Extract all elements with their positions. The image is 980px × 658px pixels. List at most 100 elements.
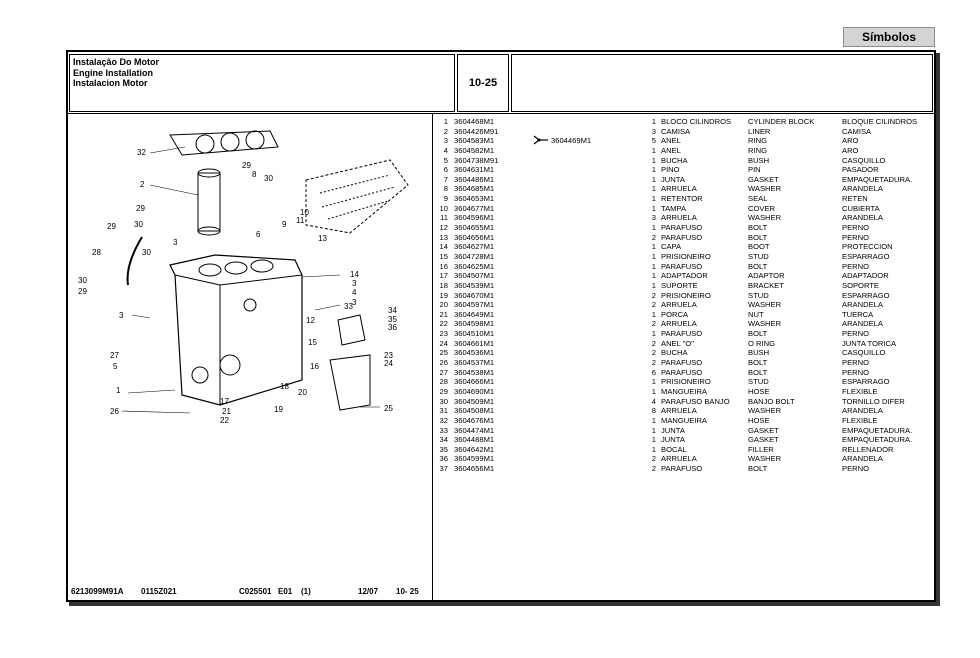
part-number: 3604509M1 xyxy=(454,396,495,406)
footer-date: 12/07 xyxy=(358,587,379,596)
callout-30d: 30 xyxy=(78,276,87,285)
description-es: ARO xyxy=(842,136,859,146)
description-es: EMPAQUETADURA. xyxy=(842,425,913,435)
description-es: PERNO xyxy=(842,261,870,271)
callout-12: 12 xyxy=(306,316,315,325)
description-pt: ANEL xyxy=(661,145,681,155)
quantity: 1 xyxy=(651,377,656,387)
part-number: 3604507M1 xyxy=(454,271,495,281)
quantity: 1 xyxy=(651,261,656,271)
callout-34: 34 xyxy=(388,306,397,315)
description-en: WASHER xyxy=(748,319,782,329)
description-en: WASHER xyxy=(748,406,782,416)
description-es: EMPAQUETADURA. xyxy=(842,174,913,184)
callout-11: 11 xyxy=(296,216,305,225)
symbols-button[interactable]: Símbolos xyxy=(843,27,935,47)
part-number: 3604597M1 xyxy=(454,300,495,310)
item-number: 30 xyxy=(439,396,448,406)
description-en: CYLINDER BLOCK xyxy=(748,117,815,126)
part-number: 3604488M1 xyxy=(454,435,495,445)
description-pt: PARAFUSO BANJO xyxy=(661,396,730,406)
callout-26: 26 xyxy=(110,407,119,416)
part-number: 3604486M1 xyxy=(454,174,495,184)
description-pt: ARRUELA xyxy=(661,300,697,310)
item-number: 22 xyxy=(439,319,448,329)
callout-29b: 29 xyxy=(136,204,145,213)
part-number: 3604583M1 xyxy=(454,136,495,146)
part-number: 3604670M1 xyxy=(454,290,495,300)
callout-9: 9 xyxy=(282,220,287,229)
description-pt: PARAFUSO xyxy=(661,223,703,233)
description-pt: PARAFUSO xyxy=(661,464,703,474)
description-en: BOLT xyxy=(748,358,768,368)
description-en: WASHER xyxy=(748,300,782,310)
description-pt: BUCHA xyxy=(661,155,688,165)
description-es: JUNTA TORICA xyxy=(842,338,897,348)
part-number: 3604537M1 xyxy=(454,358,495,368)
engine-block-exploded-diagram: 32 2 29 8 30 29 30 28 30 29 6 9 11 13 3 … xyxy=(78,130,409,425)
description-pt: PRISIONEIRO xyxy=(661,377,711,387)
item-number: 12 xyxy=(439,223,448,233)
description-pt: JUNTA xyxy=(661,435,685,445)
description-en: RING xyxy=(748,136,767,146)
part-number: 3604655M1 xyxy=(454,223,495,233)
description-es: BLOQUE CILINDROS xyxy=(842,117,918,126)
description-en: STUD xyxy=(748,251,769,261)
callout-23: 23 xyxy=(384,351,393,360)
part-number: 3604631M1 xyxy=(454,165,495,175)
part-number: 3604468M1 xyxy=(454,117,495,126)
description-en: BOLT xyxy=(748,464,768,474)
description-es: ARO xyxy=(842,145,859,155)
callout-24: 24 xyxy=(384,359,393,368)
description-es: ARANDELA xyxy=(842,319,883,329)
part-number: 3604738M91 xyxy=(454,155,499,165)
description-es: PERNO xyxy=(842,329,870,339)
quantity: 2 xyxy=(651,290,656,300)
callout-18: 18 xyxy=(280,382,289,391)
description-en: BRACKET xyxy=(748,280,784,290)
quantity: 1 xyxy=(651,203,656,213)
section-title-box: Instalação Do Motor Engine Installation … xyxy=(69,54,455,112)
item-number: 34 xyxy=(439,435,448,445)
description-pt: RETENTOR xyxy=(661,194,703,204)
quantity: 2 xyxy=(651,338,656,348)
callout-30c: 30 xyxy=(142,248,151,257)
description-pt: JUNTA xyxy=(661,174,685,184)
description-pt: PARAFUSO xyxy=(661,232,703,242)
description-en: GASKET xyxy=(748,425,779,435)
quantity: 3 xyxy=(651,213,656,223)
description-pt: PARAFUSO xyxy=(661,358,703,368)
callout-25: 25 xyxy=(384,404,393,413)
part-number: 3604536M1 xyxy=(454,348,495,358)
description-en: HOSE xyxy=(748,415,770,425)
quantity: 1 xyxy=(651,223,656,233)
part-number: 3604656M1 xyxy=(454,464,495,474)
description-en: WASHER xyxy=(748,213,782,223)
description-es: ARANDELA xyxy=(842,213,883,223)
part-number: 3604690M1 xyxy=(454,386,495,396)
callout-29c: 29 xyxy=(107,222,116,231)
callout-15: 15 xyxy=(308,338,317,347)
item-number: 20 xyxy=(439,300,448,310)
item-number: 29 xyxy=(439,386,448,396)
quantity: 1 xyxy=(651,280,656,290)
quantity: 1 xyxy=(651,329,656,339)
part-number: 3604599M1 xyxy=(454,454,495,464)
quantity: 1 xyxy=(651,271,656,281)
page-number-box: 10-25 xyxy=(457,54,509,112)
description-pt: PRISIONEIRO xyxy=(661,290,711,300)
title-portuguese: Instalação Do Motor xyxy=(73,57,160,67)
item-number: 4 xyxy=(443,145,448,155)
description-pt: BOCAL xyxy=(661,444,687,454)
description-es: PERNO xyxy=(842,223,870,233)
